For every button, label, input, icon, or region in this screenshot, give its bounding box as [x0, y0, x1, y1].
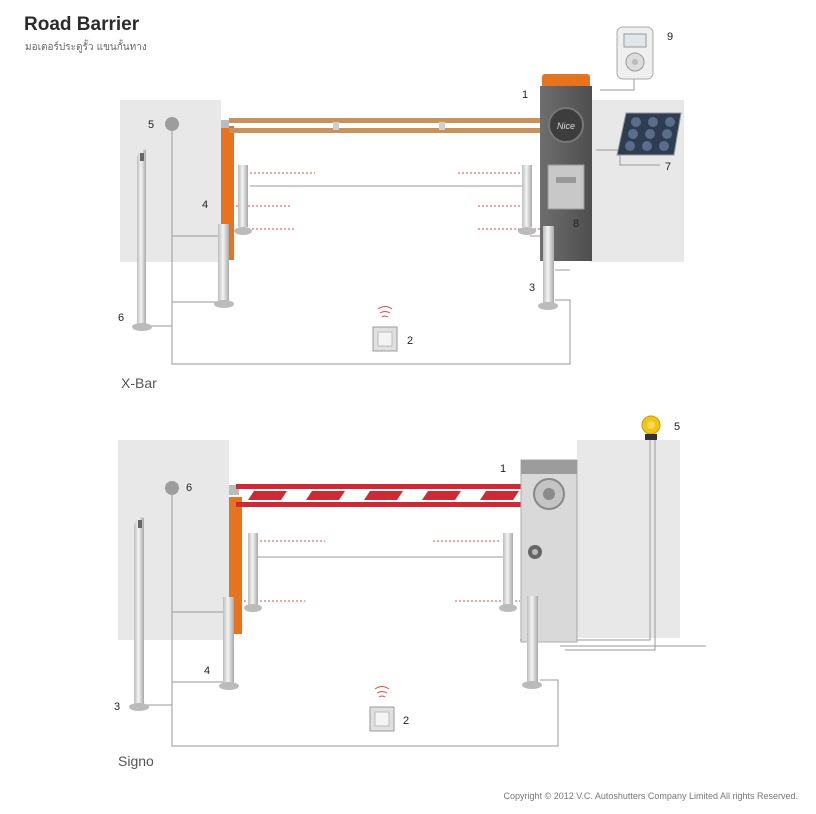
svg-text:2: 2	[407, 335, 413, 347]
svg-text:5: 5	[148, 119, 154, 131]
nice-logo: Nice	[557, 121, 575, 131]
signo-label: Signo	[118, 753, 154, 769]
xbar-remote-icon	[616, 26, 654, 80]
signo-top-bar	[236, 484, 531, 489]
svg-text:8: 8	[573, 218, 579, 230]
svg-text:6: 6	[186, 482, 192, 494]
xbar-wiring	[150, 75, 660, 365]
svg-text:3: 3	[114, 701, 120, 713]
signo-flashing-light-icon	[641, 415, 661, 440]
xbar-top-cap	[542, 74, 590, 88]
signo-columns	[129, 517, 542, 711]
xbar-top-bar	[229, 118, 552, 123]
svg-text:1: 1	[500, 463, 506, 475]
page-title: Road Barrier	[24, 14, 140, 35]
copyright-notice: Copyright © 2012 V.C. Autoshutters Compa…	[503, 791, 798, 801]
xbar-lamp-icon	[165, 117, 179, 131]
svg-text:1: 1	[522, 89, 528, 101]
xbar-solar-panel-icon	[616, 112, 682, 156]
svg-text:5: 5	[674, 421, 680, 433]
svg-text:4: 4	[202, 199, 208, 211]
signo-right-wall	[577, 440, 680, 638]
signo-bottom-bar	[236, 502, 531, 507]
xbar-label: X-Bar	[121, 375, 157, 391]
svg-text:9: 9	[667, 31, 673, 43]
xbar-diagram: Nice	[118, 26, 684, 365]
xbar-bottom-bar	[229, 128, 552, 133]
page-subtitle: มอเตอร์ประตูรั้ว แขนกั้นทาง	[25, 42, 147, 53]
signo-lamp-icon	[165, 481, 179, 495]
xbar-control-panel	[547, 164, 585, 210]
signo-radio-receiver-icon	[369, 686, 395, 732]
signo-photocell-posts	[244, 533, 517, 612]
xbar-beams	[236, 172, 540, 230]
signo-diagram: 1 2 3 4 5 6	[114, 415, 706, 747]
xbar-photocell-posts	[234, 165, 536, 235]
svg-text:7: 7	[665, 161, 671, 173]
signo-beams	[240, 540, 520, 602]
svg-text:4: 4	[204, 665, 210, 677]
xbar-motor-hub	[548, 107, 584, 143]
xbar-columns	[132, 149, 558, 331]
signo-bar-stripes	[248, 491, 519, 500]
svg-text:2: 2	[403, 715, 409, 727]
svg-text:3: 3	[529, 282, 535, 294]
svg-text:6: 6	[118, 312, 124, 324]
xbar-radio-receiver-icon	[372, 306, 398, 352]
